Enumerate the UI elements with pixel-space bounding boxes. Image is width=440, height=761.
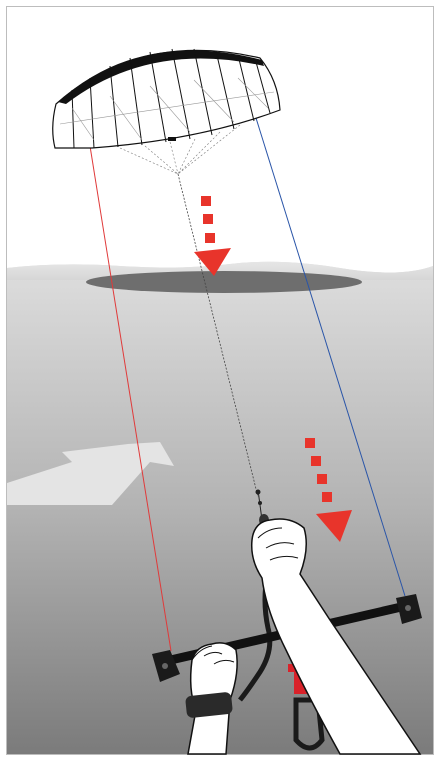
kite-shadow: [86, 271, 362, 293]
kite-center-tab: [168, 137, 176, 141]
